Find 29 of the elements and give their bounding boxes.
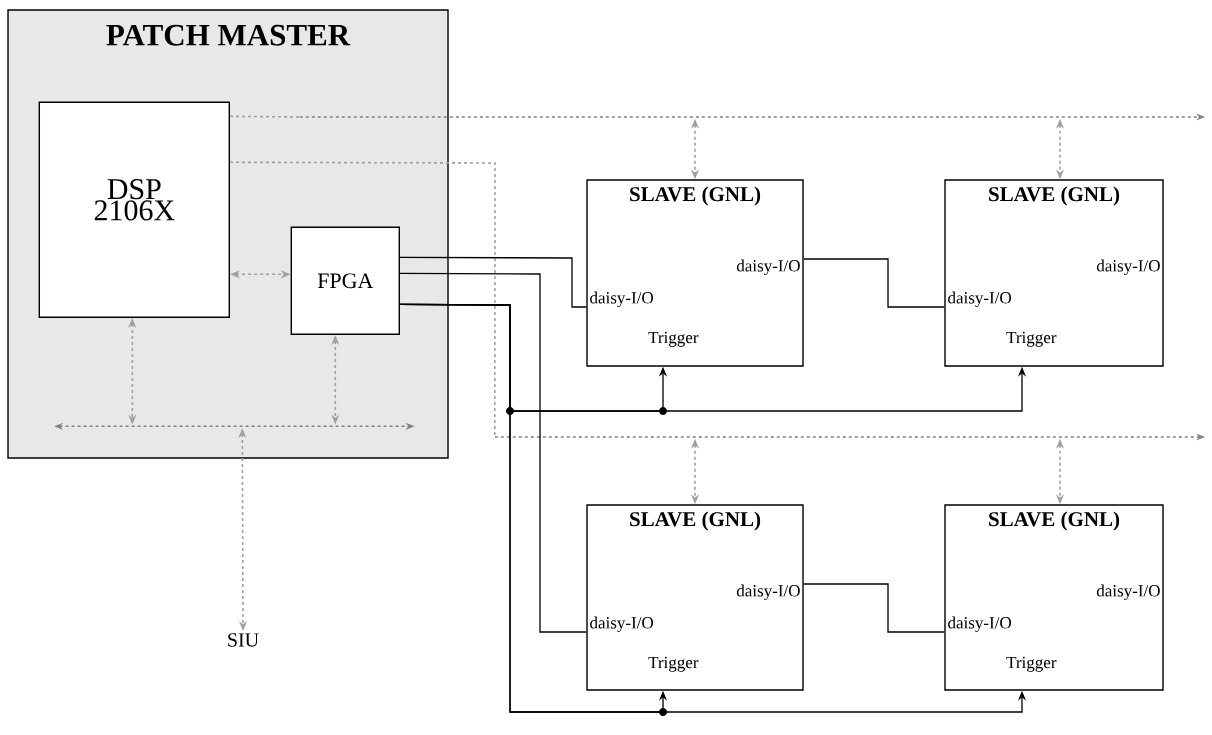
signal-label: Trigger	[1006, 656, 1057, 672]
connector-line	[399, 272, 587, 633]
connector-line	[803, 258, 945, 308]
module-title: SLAVE (GNL)	[989, 186, 1120, 206]
module-box	[944, 504, 1164, 691]
module-title: SLAVE (GNL)	[989, 511, 1120, 531]
module-box	[586, 179, 804, 367]
signal-label: Trigger	[648, 331, 699, 347]
port-label: daisy-I/O	[1096, 259, 1160, 276]
module-box	[944, 179, 1164, 367]
chip-box: FPGA	[290, 226, 400, 335]
chip-box: DSP 2106X	[38, 101, 230, 318]
connector-line	[399, 256, 587, 308]
module-title: SLAVE (GNL)	[630, 186, 761, 206]
connector-line	[803, 583, 945, 633]
port-label: daisy-I/O	[736, 259, 800, 276]
port-label: daisy-I/O	[1096, 584, 1160, 601]
signal-label: Trigger	[1006, 331, 1057, 347]
port-label: daisy-I/O	[948, 291, 1011, 308]
connector-line	[229, 161, 496, 438]
signal-label: Trigger	[648, 656, 699, 672]
port-label: daisy-I/O	[948, 616, 1011, 633]
signal-label: SIU	[228, 633, 259, 647]
module-box	[586, 504, 804, 691]
connector-line	[229, 115, 301, 118]
port-label: daisy-I/O	[590, 616, 653, 633]
port-label: daisy-I/O	[590, 291, 653, 308]
port-label: daisy-I/O	[736, 584, 800, 601]
module-title: SLAVE (GNL)	[630, 511, 761, 531]
